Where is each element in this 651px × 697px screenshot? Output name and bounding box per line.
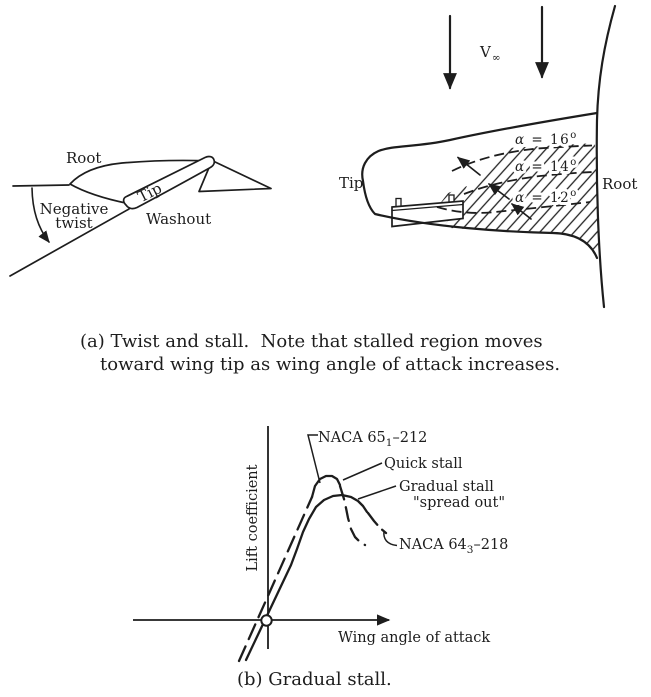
stall-spread-arrow	[457, 156, 481, 176]
curve-naca651-peak	[310, 474, 342, 499]
twist-angle-arc-arrow	[31, 187, 50, 243]
curve-naca643-drop	[366, 511, 388, 535]
wing-planform-outline	[361, 111, 599, 260]
caption-a-line2: toward wing tip as wing angle of attack …	[100, 354, 560, 375]
curve-naca651-drop	[338, 484, 367, 547]
stall-spread-arrow	[510, 203, 532, 220]
leader-naca651	[307, 434, 321, 484]
gradual-stall-label-line1: Gradual stall	[399, 479, 494, 495]
caption-a: (a) Twist and stall. Note that stalled r…	[80, 331, 560, 375]
planform-root-label: Root	[602, 175, 637, 193]
x-axis-label: Wing angle of attack	[338, 630, 490, 646]
stall-boundary-12deg	[436, 201, 591, 214]
tip-chord-slab	[122, 155, 216, 210]
stall-spread-arrow	[487, 183, 510, 200]
tip-underside-hatched-triangle	[198, 159, 272, 193]
tip-chord-extension-line	[9, 208, 130, 277]
stall-boundary-14deg	[463, 171, 594, 195]
root-section-label: Root	[66, 149, 101, 167]
leader-quick-stall	[342, 462, 383, 481]
alpha-12-label: α = 12o	[515, 188, 578, 206]
naca651-series-label: NACA 651–212	[318, 430, 427, 449]
curve-naca651-rise	[237, 495, 314, 663]
alpha-16-label: α = 16o	[515, 130, 578, 148]
gradual-stall-label-line2: "spread out"	[413, 495, 505, 511]
naca643-series-label: NACA 643–218	[399, 537, 508, 556]
planform-stall-sketch: V∞ Tip Root α = 16o α = 14o α = 12o	[339, 4, 637, 309]
leader-gradual-stall	[357, 485, 397, 500]
stall-lift-chart: NACA 651–212 Quick stall Gradual stall "…	[133, 426, 508, 663]
planform-tip-label: Tip	[339, 174, 363, 192]
stalled-region-hatch	[443, 143, 599, 253]
caption-b: (b) Gradual stall.	[237, 669, 392, 690]
fuselage-side-line	[595, 4, 617, 309]
negative-twist-label-line2: twist	[55, 214, 92, 232]
aileron-top-edge	[391, 203, 464, 212]
datum-reference-line	[12, 184, 70, 187]
alpha-14-label: α = 14o	[515, 157, 578, 175]
negative-twist-label-line1: Negative	[40, 200, 109, 218]
y-axis-label: Lift coefficient	[245, 464, 261, 571]
quick-stall-label: Quick stall	[384, 456, 463, 472]
stall-boundary-16deg	[451, 144, 593, 172]
curve-naca643-main	[244, 493, 369, 662]
freestream-velocity-label: V∞	[479, 43, 501, 64]
caption-a-line1: (a) Twist and stall. Note that stalled r…	[80, 331, 543, 352]
origin-marker	[260, 614, 273, 627]
twist-washout-sketch: Root Tip Negative twist Washout	[9, 149, 272, 277]
washout-label: Washout	[146, 210, 211, 228]
leader-naca643	[383, 530, 398, 547]
